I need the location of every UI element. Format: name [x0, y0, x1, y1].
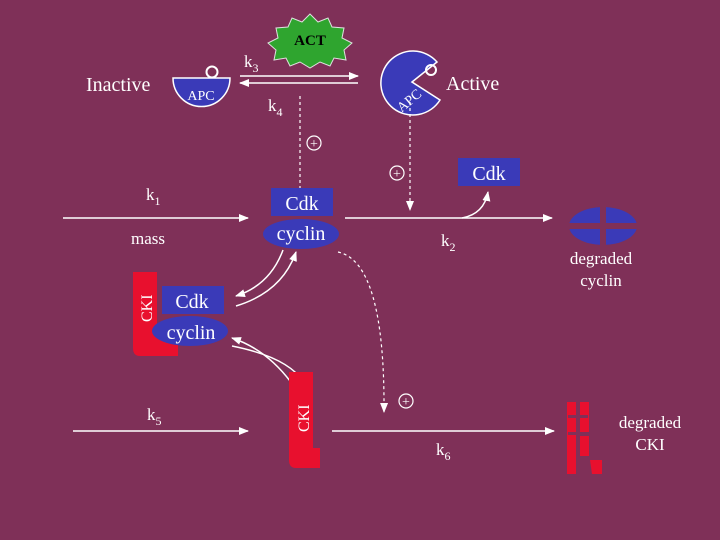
svg-text:+: + — [310, 137, 318, 152]
apc-active-knob — [425, 64, 437, 76]
trimer-cdk-label: Cdk — [175, 291, 208, 313]
svg-text:+: + — [402, 395, 410, 410]
degraded-cyclin-line1: degraded — [570, 249, 633, 268]
trimer-cdk-box — [162, 286, 224, 314]
assoc-arrow-trimer-to-cdk — [235, 251, 297, 307]
plus-sign-upper: + — [306, 135, 322, 152]
act-star-shape — [267, 13, 353, 69]
inactive-label: Inactive — [86, 74, 151, 96]
svg-text:+: + — [393, 167, 401, 182]
apc-active-shape — [380, 50, 442, 116]
apc-inactive-label: APC — [187, 89, 214, 104]
k2-label: k2 — [441, 231, 456, 254]
dashed-k6-link — [337, 251, 389, 413]
cdk-cyclin-complex: Cdk cyclin — [263, 188, 339, 249]
degraded-cki-line2: CKI — [635, 435, 665, 454]
act-starburst: ACT — [267, 13, 353, 69]
cdk-box — [271, 188, 333, 216]
apc-inactive-knob — [205, 65, 219, 79]
trimer-cki-boot — [133, 272, 178, 356]
apc-inactive-shape — [172, 77, 231, 108]
degraded-cyclin-line2: cyclin — [580, 271, 622, 290]
free-cki: CKI — [289, 372, 320, 468]
free-cdk-box — [458, 158, 520, 186]
act-label: ACT — [294, 33, 326, 49]
degraded-cki-icon — [567, 402, 602, 474]
free-cki-label: CKI — [296, 404, 313, 432]
active-label: Active — [446, 73, 499, 95]
cdk-center-label: Cdk — [285, 193, 318, 215]
k3-label: k3 — [244, 52, 259, 75]
k1-label: k1 — [146, 185, 161, 208]
cki-cdk-cyclin-trimer: CKI Cdk cyclin — [133, 272, 228, 356]
cdk-release-arrow — [461, 191, 491, 219]
apc-inactive: APC — [172, 65, 231, 108]
mass-label: mass — [131, 229, 165, 248]
assoc-arrow-cdk-to-trimer — [235, 249, 284, 298]
degraded-cyclin-icon — [567, 205, 639, 247]
trimer-cki-label: CKI — [139, 294, 156, 322]
cyclin-ellipse — [263, 219, 339, 249]
plus-sign-apc: + — [389, 165, 405, 182]
k4-label: k4 — [268, 96, 283, 119]
degraded-cki-line1: degraded — [619, 413, 682, 432]
trimer-cyclin-label: cyclin — [167, 322, 216, 344]
k5-label: k5 — [147, 405, 162, 428]
trimer-cyclin-ellipse — [152, 316, 228, 346]
plus-sign-lower: + — [398, 393, 414, 410]
free-cdk-label: Cdk — [472, 163, 505, 185]
free-cki-boot — [289, 372, 320, 468]
free-cdk: Cdk — [458, 158, 520, 186]
assoc-arrow-cki-up — [231, 337, 294, 386]
cyclin-center-label: cyclin — [277, 223, 326, 245]
k6-label: k6 — [436, 440, 451, 463]
apc-active: APC — [380, 50, 442, 116]
